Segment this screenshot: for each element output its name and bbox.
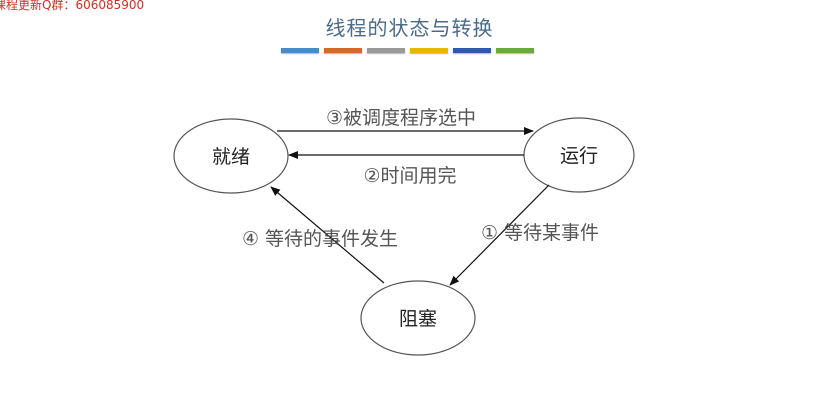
color-bar [281,48,319,53]
watermark-text: 课程更新Q群：606085900 [0,0,145,12]
color-bar [324,48,362,53]
node-blocked: 阻塞 [360,280,476,356]
arrow-event [270,186,385,284]
arrow-wait [449,184,550,286]
color-bar [496,48,534,53]
node-ready-label: 就绪 [212,146,250,168]
color-bar [453,48,491,53]
color-bars [281,48,534,53]
edge-label-event: ④ 等待的事件发生 [242,228,398,250]
edge-label-timeout: ②时间用完 [363,165,456,187]
color-bar [410,48,448,53]
node-running-label: 运行 [560,145,598,167]
color-bar [367,48,405,53]
node-ready: 就绪 [173,118,289,194]
edge-label-wait: ① 等待某事件 [481,222,599,244]
edge-label-schedule: ③被调度程序选中 [326,107,476,129]
node-blocked-label: 阻塞 [399,308,437,330]
slide-title: 线程的状态与转换 [325,16,494,40]
node-running: 运行 [523,117,635,193]
